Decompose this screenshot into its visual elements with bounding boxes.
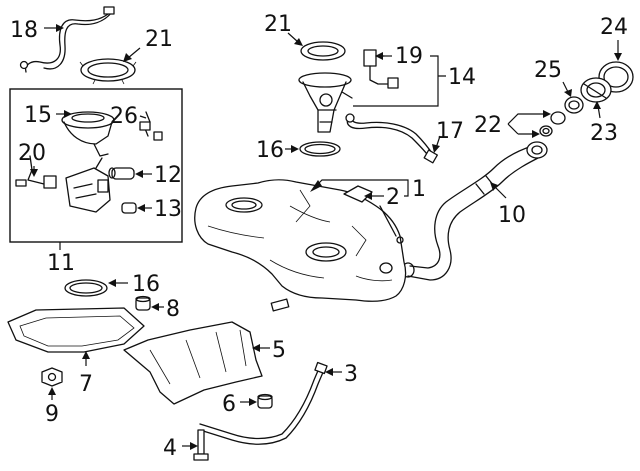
callout-5: 5: [272, 338, 286, 363]
callout-18: 18: [10, 18, 38, 43]
part-1-fuel-tank: [194, 179, 407, 312]
callout-7: 7: [79, 372, 93, 397]
part-7-tank-protector: [7, 307, 145, 353]
callout-3: 3: [344, 362, 358, 387]
part-11-pump-body: [65, 157, 111, 213]
callout-20: 20: [18, 141, 46, 166]
callout-9: 9: [45, 402, 59, 427]
callout-16-top: 16: [256, 138, 284, 163]
part-9-nut: [41, 367, 63, 387]
assembly-11-inset-box: [9, 88, 183, 243]
part-20-wire-lead: [15, 155, 57, 189]
callout-24: 24: [600, 15, 628, 40]
part-16-gasket-top: [299, 141, 341, 157]
callout-1: 1: [412, 177, 426, 202]
part-15-pump-bracket: [61, 111, 115, 157]
callout-26: 26: [110, 104, 138, 129]
part-5-heat-insulator: [123, 321, 263, 405]
callout-16-lower: 16: [132, 272, 160, 297]
part-21-lock-ring-top: [300, 41, 346, 61]
callout-21-left: 21: [145, 27, 173, 52]
part-25-seal-ring: [564, 96, 584, 114]
callout-6: 6: [222, 392, 236, 417]
part-3-tank-band: [199, 361, 328, 445]
callout-22: 22: [474, 113, 502, 138]
part-23-fuel-filler-cap: [580, 77, 612, 103]
callout-12: 12: [154, 163, 182, 188]
callout-2: 2: [386, 185, 400, 210]
part-26-harness: [139, 111, 163, 141]
callout-25: 25: [534, 58, 562, 83]
callout-21-top: 21: [264, 12, 292, 37]
callout-14: 14: [448, 65, 476, 90]
part-21-lock-ring-left: [79, 58, 137, 85]
part-12-fuel-filter: [108, 167, 135, 180]
callout-15: 15: [24, 103, 52, 128]
callout-4: 4: [163, 436, 177, 461]
callout-17: 17: [436, 119, 464, 144]
callout-11: 11: [47, 251, 75, 276]
part-22-filler-fittings: [539, 111, 566, 137]
part-16-gasket-lower: [64, 279, 108, 297]
callout-8: 8: [166, 297, 180, 322]
part-13-valve: [121, 202, 137, 214]
callout-19: 19: [395, 44, 423, 69]
callout-23: 23: [590, 121, 618, 146]
part-10-filler-pipe: [401, 141, 548, 281]
leader-lines: [30, 24, 622, 450]
part-4-bolt: [193, 429, 209, 461]
part-6-bumper: [257, 393, 273, 409]
part-14-fuel-pump-assembly: [298, 72, 353, 133]
part-8-rubber-bumper: [135, 295, 151, 311]
part-24-cap-gasket: [598, 61, 634, 93]
callout-10: 10: [498, 203, 526, 228]
part-17-fuel-hose: [345, 113, 438, 164]
callout-13: 13: [154, 197, 182, 222]
part-18-vent-hose: [19, 6, 115, 73]
